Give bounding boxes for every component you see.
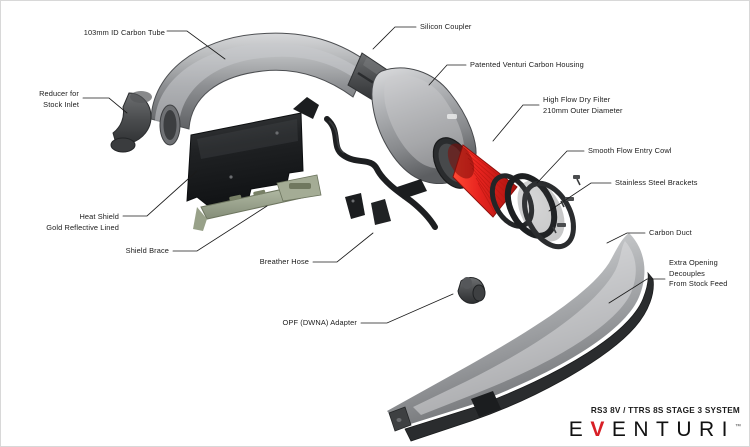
part-entry-cowl — [504, 173, 576, 250]
part-silicon-coupler — [347, 52, 398, 106]
part-reducer — [110, 91, 152, 153]
label-entry-cowl: Smooth Flow Entry Cowl — [588, 146, 672, 155]
part-heat-shield — [186, 97, 319, 206]
part-shield-brace — [193, 174, 322, 231]
label-opf-adapter: OPF (DWNA) Adapter — [282, 318, 357, 327]
label-silicon-coupler: Silicon Coupler — [420, 22, 472, 31]
eventuri-logo: EVENTURI™ — [569, 419, 741, 440]
trademark-symbol: ™ — [735, 424, 741, 430]
part-venturi-housing — [371, 67, 477, 189]
part-small-brackets — [345, 179, 427, 225]
label-carbon-tube: 103mm ID Carbon Tube — [83, 28, 165, 37]
label-reducer: Reducer for Stock Inlet — [39, 89, 79, 109]
label-carbon-duct: Carbon Duct — [649, 228, 692, 237]
part-opf-adapter — [457, 277, 486, 304]
part-dry-filter — [447, 143, 535, 229]
label-heat-shield: Heat Shield Gold Reflective Lined — [46, 212, 119, 232]
label-dry-filter: High Flow Dry Filter 210mm Outer Diamete… — [543, 95, 623, 115]
part-carbon-tube — [150, 32, 370, 146]
part-breather-hose — [324, 116, 438, 230]
leader-lines — [82, 26, 666, 324]
product-title: RS3 8V / TTRS 8S STAGE 3 SYSTEM — [590, 406, 740, 415]
label-shield-brace: Shield Brace — [125, 246, 169, 255]
logo-text-after-v: ENTURI — [611, 418, 735, 441]
label-extra-opening: Extra Opening Decouples From Stock Feed — [669, 258, 728, 288]
label-venturi-housing: Patented Venturi Carbon Housing — [470, 60, 584, 69]
logo-text-before-v: E — [568, 418, 591, 441]
logo-red-v: V — [590, 418, 612, 441]
label-steel-brackets: Stainless Steel Brackets — [615, 178, 698, 187]
label-breather-hose: Breather Hose — [259, 257, 309, 266]
part-stainless-brackets — [552, 175, 581, 234]
